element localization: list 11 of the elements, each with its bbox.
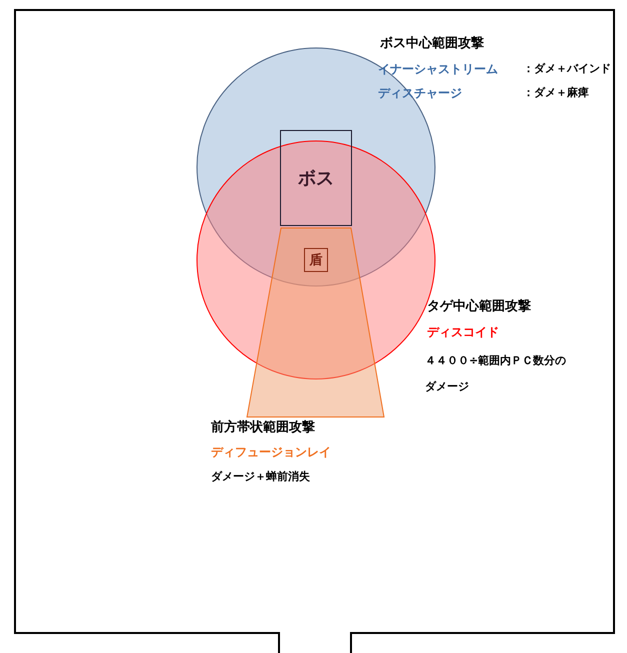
attack-heading: ボス中心範囲攻撃 xyxy=(380,36,484,52)
attack-heading: タゲ中心範囲攻撃 xyxy=(427,299,531,315)
skill-name: ディフュージョンレイ xyxy=(211,444,331,460)
effect-text: ダメージ＋蝉前消失 xyxy=(211,469,310,485)
shield-box: 盾 xyxy=(304,248,328,272)
skill-name: ディスコイド xyxy=(427,324,499,340)
boss-box: ボス xyxy=(280,130,352,226)
attack-heading: 前方帯状範囲攻撃 xyxy=(211,420,315,436)
effect-text: ４４００÷範囲内ＰＣ数分のダメージ xyxy=(425,353,568,395)
effect-text: ：ダメ＋バインド xyxy=(523,61,611,77)
effect-text: ：ダメ＋麻痺 xyxy=(523,85,589,101)
